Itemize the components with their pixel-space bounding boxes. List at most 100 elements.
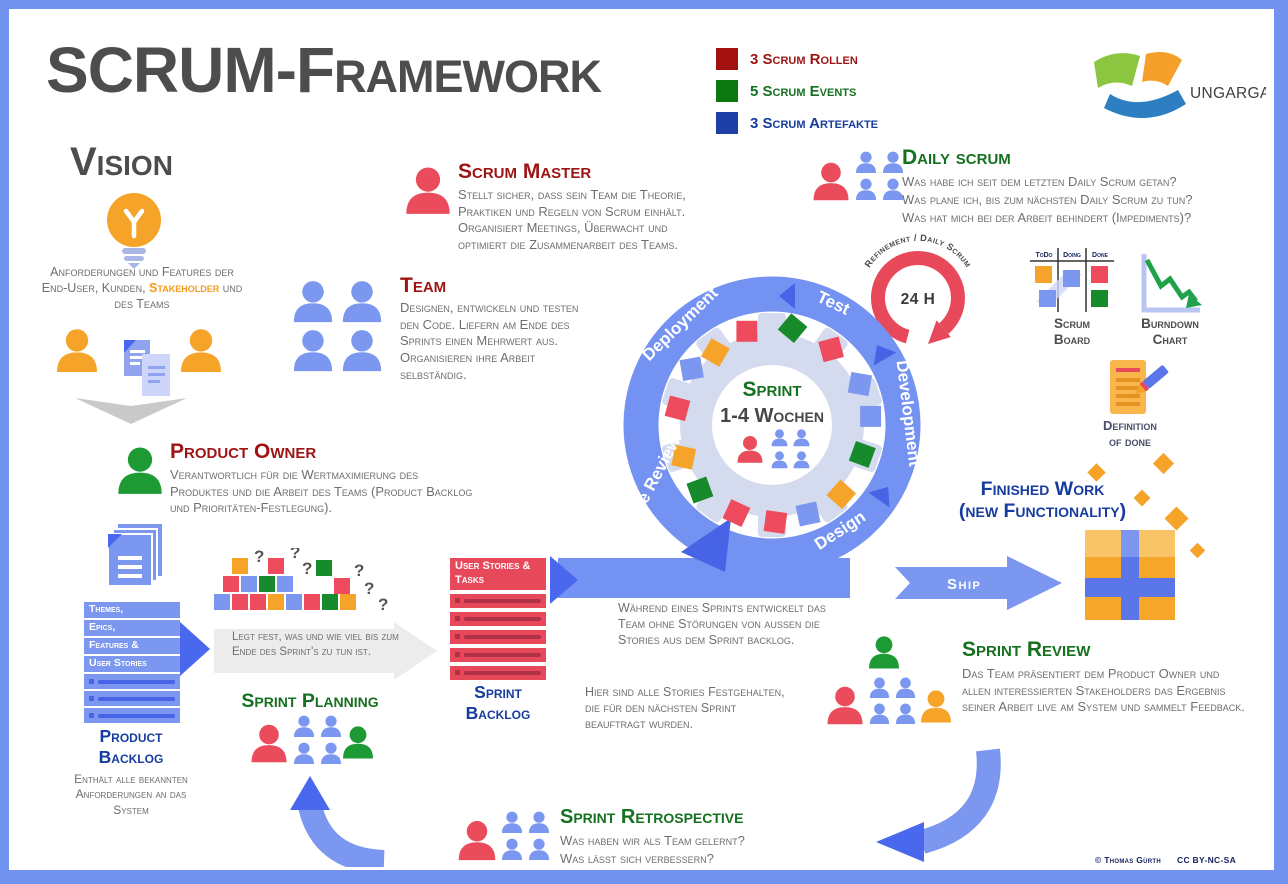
sprint-review-heading: Sprint Review	[962, 638, 1091, 661]
question-mark: ?	[290, 548, 300, 562]
sprint-cycle: Deployment Test Development Design Code …	[558, 276, 924, 598]
retro-line2: Was lässt sich verbessern?	[560, 851, 714, 866]
sprint-center-title: Sprint	[742, 378, 801, 401]
question-mark: ?	[254, 548, 264, 566]
requirement-docs-icon	[124, 340, 170, 396]
vision-desc: Anforderungen und Features der End-User,…	[38, 264, 246, 312]
retro-to-planning-arrow-icon	[290, 776, 385, 867]
footer-license: CC BY-NC-SA	[1177, 855, 1237, 865]
logo: UNGARGASSE	[1086, 44, 1288, 119]
product-backlog-heading: Product Backlog	[98, 726, 164, 767]
retro-scrum-master-icon	[455, 818, 499, 862]
refinement-cycle-icon: Refinement / Daily Scrum 24 H	[863, 234, 973, 344]
pb-list-row	[84, 691, 180, 706]
sprint-planning-heading: Sprint Planning	[241, 690, 379, 712]
page-title: SCRUM-Framework	[46, 38, 602, 102]
event-swatch-icon	[716, 80, 738, 102]
footer-credits: © Thomas Gürth CC BY-NC-SA	[1095, 855, 1236, 865]
finished-work-heading: Finished Work (new Functionality)	[958, 478, 1127, 523]
vision-desc-highlight: Stakeholder	[149, 281, 220, 295]
sb-list-row	[450, 593, 546, 608]
vision-heading: Vision	[70, 140, 173, 184]
legend-roles-label: 3 Scrum Rollen	[750, 50, 858, 68]
vision-desc-before: Anforderungen und Features der End-User,…	[41, 265, 234, 295]
ship-label: Ship	[947, 576, 981, 593]
frame-top	[0, 0, 1288, 9]
pb-list-item: Epics,	[84, 620, 180, 636]
planning-squares-icon: ? ? ? ? ? ?	[214, 548, 388, 614]
legend-row-artifacts: 3 Scrum Artefakte	[716, 112, 878, 134]
team-members-icon	[290, 278, 385, 373]
pb-list-row	[84, 674, 180, 689]
confetti-diamond	[1189, 542, 1206, 559]
sb-list-row	[450, 611, 546, 626]
sb-list-header: Tasks	[455, 573, 484, 586]
daily-scrum-master-icon	[810, 160, 852, 202]
title-part2: -Framework	[275, 34, 602, 106]
daily-scrum-q1: Was habe ich seit dem letzten Daily Scru…	[902, 174, 1177, 189]
vision-desc-after: und des Teams	[114, 281, 243, 311]
footer-author: © Thomas Gürth	[1095, 855, 1161, 865]
review-stakeholder-icon	[918, 688, 954, 724]
scrum-board-col-done: Done	[1092, 252, 1109, 259]
review-to-retro-arrow-icon	[876, 748, 1001, 862]
review-team-icon	[868, 676, 917, 725]
burndown-chart-label: Burndown Chart	[1141, 316, 1199, 348]
legend-artifacts-label: 3 Scrum Artefakte	[750, 114, 879, 132]
retro-team-icon	[500, 810, 551, 861]
definition-of-done-icon	[1110, 360, 1169, 414]
pb-list-item: Features &	[84, 638, 180, 654]
scrum-board-label: Scrum Board	[1053, 316, 1091, 348]
frame-left	[0, 0, 9, 884]
review-scrum-master-icon	[824, 684, 866, 726]
planning-team-icon	[292, 714, 343, 765]
scrum-board-col-todo: ToDo	[1035, 252, 1052, 259]
sb-list-row	[450, 665, 546, 680]
burndown-chart-icon	[1141, 254, 1202, 313]
review-product-owner-icon	[866, 634, 902, 670]
sb-list-row	[450, 629, 546, 644]
daily-scrum-heading: Daily scrum	[902, 146, 1011, 169]
retro-line1: Was haben wir als Team gelernt?	[560, 833, 745, 848]
pb-list-row	[84, 708, 180, 723]
sprint-review-desc: Das Team präsentiert dem Product Owner u…	[962, 666, 1245, 715]
stakeholder-left-icon	[53, 326, 101, 374]
scrum-board-col-doing: Doing	[1063, 252, 1081, 259]
product-owner-desc: Verantwortlich für die Wertmaximierung d…	[170, 467, 473, 516]
sprint-backlog-arrow-icon	[550, 556, 578, 604]
legend-row-roles: 3 Scrum Rollen	[716, 48, 878, 70]
product-backlog-docs-icon	[107, 524, 162, 587]
pb-list-item: Themes,	[84, 602, 180, 618]
artifact-swatch-icon	[716, 112, 738, 134]
team-desc: Designen, entwickeln und testen den Code…	[400, 300, 579, 382]
cycle-team-icon	[770, 428, 811, 469]
sprint-center-duration: 1-4 Wochen	[720, 405, 824, 427]
product-backlog-arrow-icon	[180, 622, 210, 676]
question-mark: ?	[364, 579, 374, 598]
planning-arrow-icon	[214, 622, 437, 680]
sprint-backlog-list: User Stories & Tasks	[450, 558, 546, 684]
sb-list-header: User Stories &	[455, 560, 531, 572]
daily-scrum-team-icon	[854, 150, 905, 201]
planning-scrum-master-icon	[248, 722, 290, 764]
daily-scrum-q2: Was plane ich, bis zum nächsten Daily Sc…	[902, 192, 1193, 207]
product-backlog-list: Themes, Epics, Features & User Stories	[84, 602, 180, 725]
sb-list-row	[450, 647, 546, 662]
gear-task-squares	[664, 313, 882, 534]
sprint-backlog-desc: Hier sind alle Stories Festgehalten, die…	[585, 685, 785, 731]
logo-swoosh-icon: UNGARGASSE	[1094, 52, 1288, 119]
product-owner-icon	[114, 444, 166, 496]
frame-right	[1274, 0, 1288, 884]
vision-down-arrow-icon	[75, 398, 187, 424]
legend-events-label: 5 Scrum Events	[750, 82, 857, 100]
question-mark: ?	[378, 595, 388, 614]
scrum-master-heading: Scrum Master	[458, 160, 592, 183]
pb-list-item: User Stories	[84, 656, 180, 672]
question-mark: ?	[302, 559, 312, 578]
question-mark: ?	[354, 561, 364, 580]
lightbulb-icon	[107, 193, 161, 269]
definition-of-done-label: Definition of done	[1103, 418, 1157, 449]
stakeholder-right-icon	[177, 326, 225, 374]
team-heading: Team	[400, 274, 447, 297]
